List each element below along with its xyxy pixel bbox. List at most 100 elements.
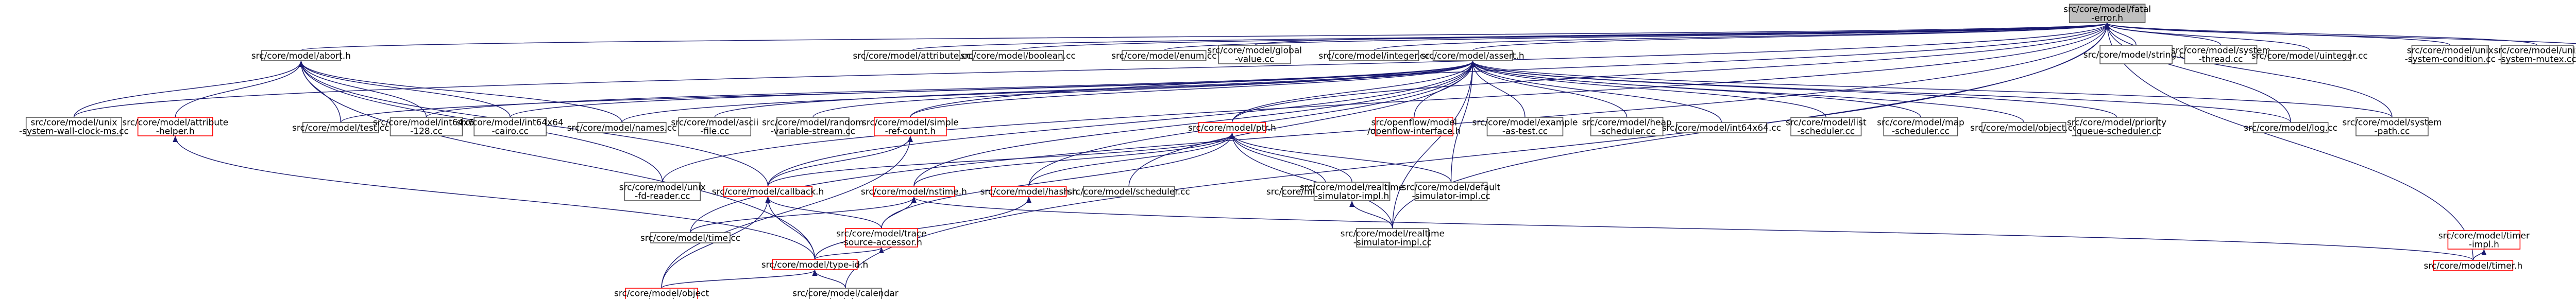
graph-node-trace-src[interactable]: src/core/model/trace-source-accessor.h [836, 228, 927, 248]
graph-node-unix-wall[interactable]: src/core/model/unix-system-wall-clock-ms… [19, 117, 129, 137]
graph-node-unix-cond[interactable]: src/core/model/unix-system-condition.cc [2405, 45, 2496, 65]
graph-node-object-cc[interactable]: src/core/model/object.cc [1970, 122, 2077, 133]
graph-node-nstime-h[interactable]: src/core/model/nstime.h [861, 186, 967, 197]
node-box [2184, 45, 2258, 64]
node-label: src/core/model/list [1786, 118, 1867, 128]
graph-node-example-test[interactable]: src/core/model/example-as-test.cc [1472, 117, 1578, 137]
dependency-edge [1470, 61, 2117, 118]
graph-node-ptr-h[interactable]: src/core/model/ptr.h [1188, 122, 1276, 133]
node-label: src/core/model/int64x64.cc [1662, 123, 1781, 133]
graph-node-map-sched[interactable]: src/core/model/map-scheduler.cc [1877, 117, 1964, 137]
dependency-edge [2472, 249, 2487, 261]
graph-node-list-sched[interactable]: src/core/model/list-scheduler.cc [1786, 117, 1867, 137]
node-label: -ref-count.h [885, 127, 936, 137]
graph-node-uinteger-cc[interactable]: src/core/model/uinteger.cc [2251, 50, 2368, 61]
graph-node-unix-fd[interactable]: src/core/model/unix-fd-reader.cc [619, 182, 706, 202]
dependency-edge [767, 133, 1235, 187]
graph-node-boolean-cc[interactable]: src/core/model/boolean.cc [960, 50, 1076, 61]
node-label: -error.h [2091, 13, 2123, 24]
graph-node-timer-impl[interactable]: src/core/model/timer-impl.h [2438, 230, 2530, 250]
graph-node-hash-h[interactable]: src/core/model/hash.h [980, 186, 1078, 197]
node-box [302, 122, 379, 133]
node-box [625, 288, 698, 299]
graph-node-system-path[interactable]: src/core/model/system-path.cc [2342, 117, 2442, 137]
dependency-edge [426, 61, 1476, 118]
dependency-edge [1229, 133, 1452, 183]
graph-node-object-base[interactable]: src/core/model/object-base.h [614, 288, 709, 299]
dependency-edge [661, 136, 913, 289]
graph-node-simple-ref[interactable]: src/core/model/simple-ref-count.h [862, 117, 959, 137]
graph-node-calendar[interactable]: src/core/model/calendar-scheduler.cc [792, 288, 899, 299]
dependency-edge [814, 247, 884, 260]
graph-node-test-cc[interactable]: src/core/model/test.cc [292, 122, 389, 133]
dependency-edge [1128, 61, 1476, 187]
graph-node-abort[interactable]: src/core/model/abort.h [251, 50, 351, 61]
graph-node-openflow[interactable]: src/openflow/model/openflow-interface.h [1367, 117, 1461, 137]
graph-node-attribute-cc[interactable]: src/core/model/attribute.cc [853, 50, 971, 61]
node-box [25, 117, 122, 136]
dependency-edge [1470, 61, 1628, 118]
graph-node-unix-mutex[interactable]: src/core/model/unix-system-mutex.cc [2494, 45, 2576, 65]
node-label: -simulator-impl.cc [1412, 191, 1490, 202]
node-label: src/core/model/system [2342, 118, 2442, 128]
graph-node-ascii-file[interactable]: src/core/model/ascii-file.cc [671, 117, 758, 137]
graph-node-log-cc[interactable]: src/core/model/log.cc [2244, 122, 2337, 133]
node-box [776, 117, 850, 136]
graph-node-random-var[interactable]: src/core/model/random-variable-stream.cc [762, 117, 864, 137]
node-box [2411, 45, 2489, 64]
node-box [845, 228, 918, 248]
graph-node-int64x64-cc[interactable]: src/core/model/int64x64.cc [1662, 122, 1781, 133]
graph-node-callback-h[interactable]: src/core/model/callback.h [712, 186, 824, 197]
graph-node-heap-sched[interactable]: src/core/model/heap-scheduler.cc [1582, 117, 1672, 137]
graph-node-type-id[interactable]: src/core/model/type-id.h [761, 259, 869, 270]
node-box [1375, 117, 1453, 136]
graph-node-attr-helper[interactable]: src/core/model/attribute-helper.h [122, 117, 228, 137]
graph-node-priority-sched[interactable]: src/core/model/priority_queue-scheduler.… [2067, 117, 2166, 137]
graph-node-time-cc[interactable]: src/core/model/time.cc [640, 232, 740, 243]
node-label: src/core/model/simple [862, 118, 959, 128]
node-box [137, 117, 213, 136]
dependency-edge [913, 133, 1235, 187]
dependency-edge [300, 23, 2109, 51]
node-box [2268, 50, 2351, 61]
node-box [2433, 260, 2514, 271]
graph-node-integer-cc[interactable]: src/core/model/integer.cc [1318, 50, 1430, 61]
node-box [1198, 122, 1266, 133]
node-box [2069, 4, 2146, 23]
dependency-edge [881, 197, 917, 229]
node-layer: src/core/model/fatal-error.hsrc/core/mod… [19, 4, 2576, 299]
graph-node-realtime-cc[interactable]: src/core/model/realtime-simulator-impl.c… [1341, 228, 1445, 248]
node-label: src/core/model/ptr.h [1188, 123, 1276, 133]
dependency-edge [812, 270, 846, 289]
graph-node-default-sim[interactable]: src/core/model/default-simulator-impl.cc [1402, 182, 1501, 202]
node-box [1981, 122, 2066, 133]
node-label: src/core/model/object.cc [1970, 123, 2077, 133]
node-label: src/core/model/unix [619, 183, 706, 193]
graph-node-vector-cc[interactable]: src/core/model/vector.cc [2575, 50, 2576, 61]
node-label: src/core/model/callback.h [712, 187, 824, 197]
dependency-edge [2105, 23, 2474, 261]
graph-node-global-value-cc[interactable]: src/core/model/global-value.cc [1207, 45, 1302, 65]
graph-node-timer-h[interactable]: src/core/model/timer.h [2424, 260, 2523, 271]
graph-node-realtime-h[interactable]: src/core/model/realtime-simulator-impl.h [1300, 182, 1404, 202]
dependency-edge [510, 61, 1476, 118]
graph-node-enum-cc[interactable]: src/core/model/enum.cc [1111, 50, 1217, 61]
node-label: src/core/model/string.cc [2083, 50, 2189, 60]
node-box [2500, 45, 2574, 64]
graph-node-assert[interactable]: src/core/model/assert.h [1421, 50, 1524, 61]
graph-node-int64x64-cairo[interactable]: src/core/model/int64x64-cairo.cc [457, 117, 564, 137]
graph-node-string-cc[interactable]: src/core/model/string.cc [2083, 45, 2189, 64]
node-label: -scheduler.cc [1892, 127, 1950, 137]
dependency-edge [1349, 201, 1393, 229]
graph-node-names-cc[interactable]: src/core/model/names.cc [567, 122, 677, 133]
dependency-edge [911, 197, 2474, 261]
dependency-edge [881, 133, 1235, 229]
dependency-edge [1231, 23, 2110, 123]
graph-node-scheduler-cc[interactable]: src/core/model/scheduler.cc [1067, 186, 1190, 197]
node-label: src/core/model/names.cc [567, 123, 677, 133]
node-box [1356, 228, 1429, 248]
graph-node-int64x64-128[interactable]: src/core/model/int64x64-128.cc [373, 117, 480, 137]
graph-node-system-thread-cc[interactable]: src/core/model/system-thread.cc [2171, 45, 2270, 65]
node-label: src/core/model/unix [2494, 46, 2576, 56]
